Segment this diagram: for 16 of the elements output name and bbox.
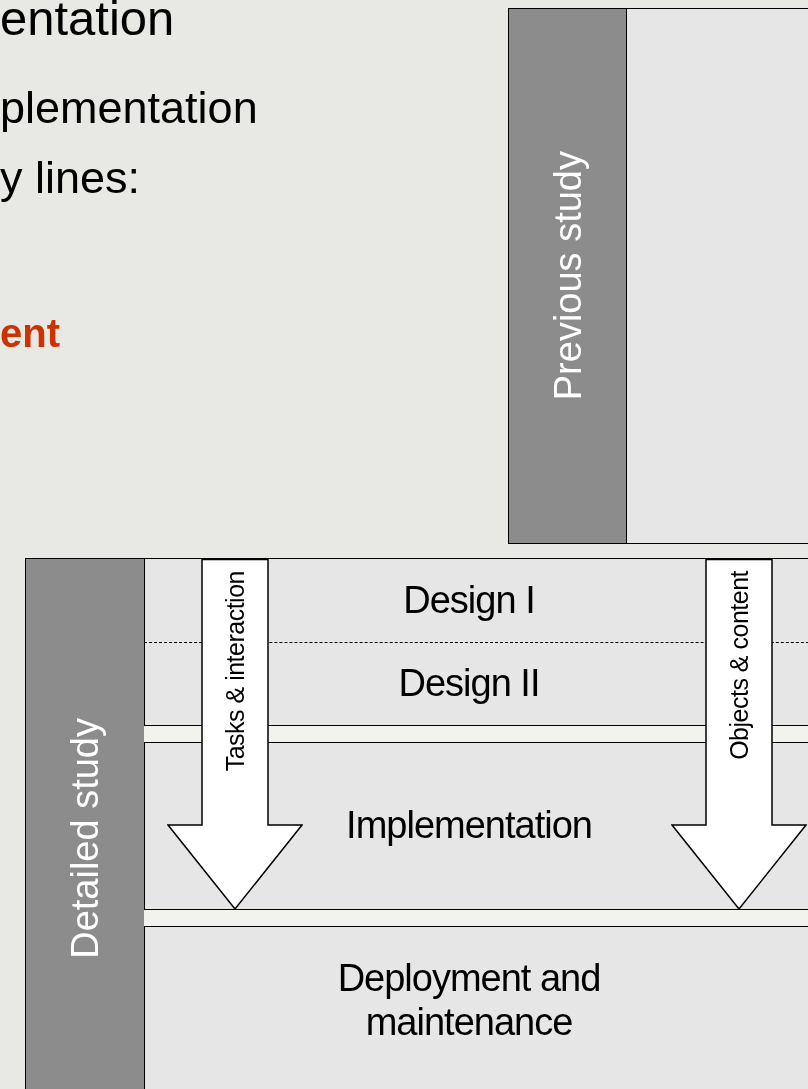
arrow-label: Tasks & interaction: [222, 571, 248, 772]
phase-label: Implementation: [345, 803, 593, 848]
phase-label: Deployment and maintenance: [336, 957, 602, 1045]
stage-title: Previous study: [548, 151, 587, 401]
stage-panel: [25, 558, 808, 1089]
arrow-label: Objects & content: [726, 571, 752, 760]
phase-label: Design I: [402, 578, 536, 623]
slide-text: plementation: [0, 85, 258, 130]
phase-label: Design II: [397, 662, 541, 706]
slide-text: ent: [0, 313, 60, 353]
stage-title: Detailed study: [66, 717, 104, 959]
block-arrow: [167, 559, 303, 910]
slide-text: entation: [0, 0, 175, 43]
block-arrow: [671, 559, 807, 910]
slide-text: y lines:: [0, 155, 141, 200]
stage-panel: [508, 8, 808, 544]
